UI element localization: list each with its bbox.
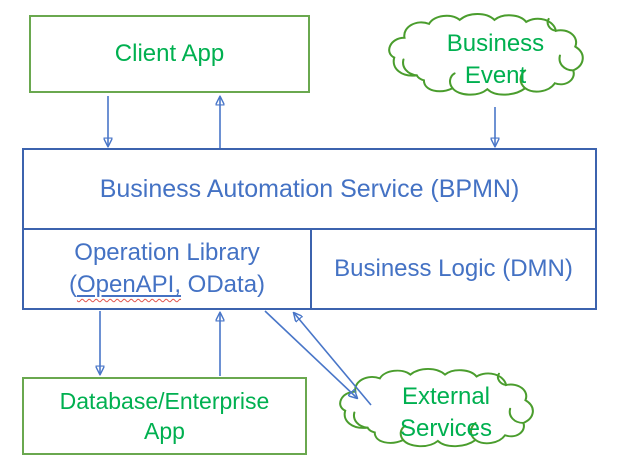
openapi-underlined-text: OpenAPI,: [76, 271, 182, 298]
operation-library-text-before: Operation Library (: [68, 239, 260, 298]
service-sub-row: Operation Library (OpenAPI, OData) Busin…: [24, 230, 595, 308]
automation-service-header: Business Automation Service (BPMN): [24, 150, 595, 230]
database-app-label: Database/Enterprise App: [59, 387, 270, 444]
automation-service-box: Business Automation Service (BPMN) Opera…: [22, 148, 597, 310]
client-app-label: Client App: [114, 40, 225, 68]
automation-service-label: Business Automation Service (BPMN): [99, 174, 520, 203]
business-event-label: Business Event: [446, 30, 545, 89]
external-services-label: External Services: [399, 383, 493, 442]
database-app-box: Database/Enterprise App: [22, 377, 307, 455]
external-services-node: External Services: [334, 368, 558, 458]
operation-library-cell: Operation Library (OpenAPI, OData): [24, 230, 312, 308]
business-event-node: Business Event: [383, 13, 608, 107]
business-logic-label: Business Logic (DMN): [334, 255, 573, 283]
client-app-box: Client App: [29, 15, 310, 93]
operation-library-label: Operation Library (OpenAPI, OData): [41, 237, 293, 300]
business-logic-cell: Business Logic (DMN): [312, 230, 595, 308]
operation-library-text-after: OData): [181, 271, 266, 298]
